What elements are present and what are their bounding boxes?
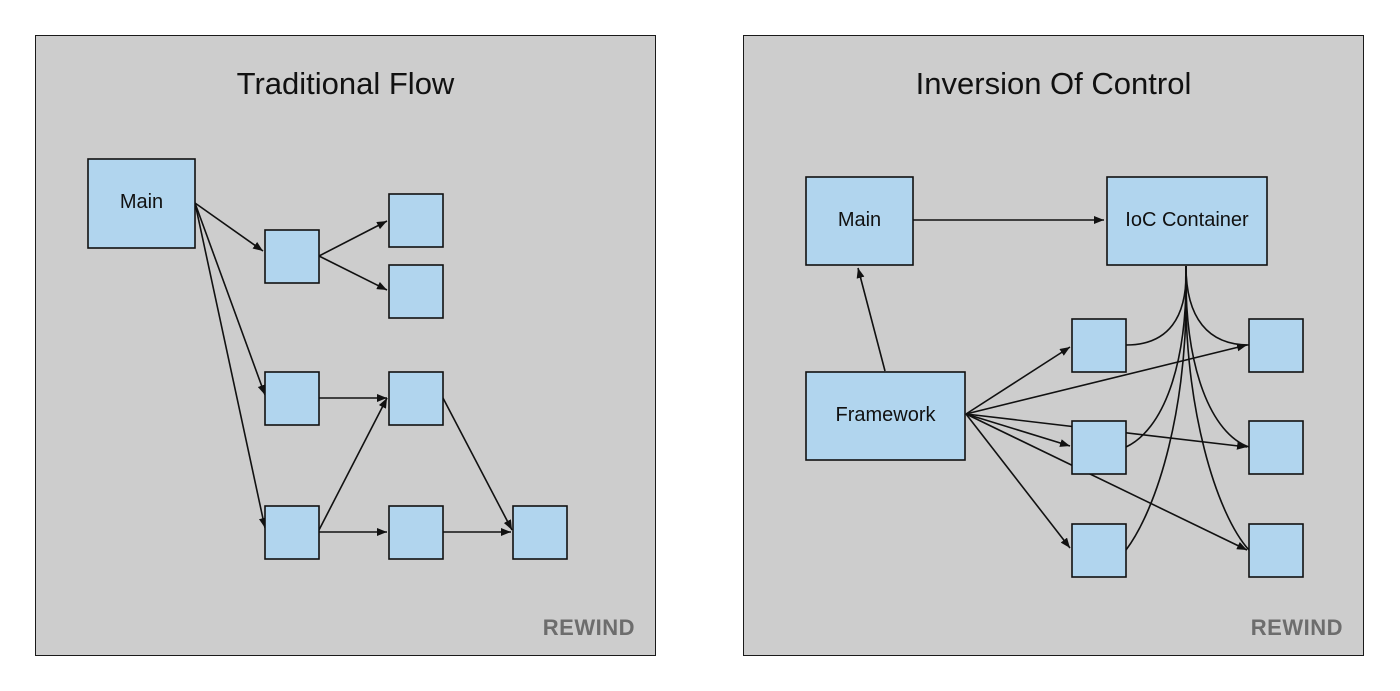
component-l2: [1071, 420, 1127, 475]
edge-main-to-c: [194, 202, 267, 529]
wire-container-l2: [1125, 265, 1187, 448]
rewind-watermark-left: REWIND: [542, 615, 635, 640]
wire-container-r2: [1185, 265, 1250, 448]
edge-fw-to-r1: [965, 343, 1248, 415]
edge-c-to-b1: [318, 397, 388, 531]
traditional-flow-edges: [194, 202, 513, 536]
framework-box: [805, 371, 966, 461]
component-r1: [1248, 318, 1304, 373]
framework-label: Framework: [835, 404, 936, 426]
ioc-nodes: [805, 176, 1304, 578]
edge-fw-to-l1: [965, 346, 1071, 415]
edge-main-to-a: [194, 202, 264, 252]
inversion-of-control-title: Inversion Of Control: [915, 66, 1192, 101]
ioc-main-label: Main: [838, 209, 881, 231]
main-box-label: Main: [120, 191, 163, 213]
ioc-main-box: [805, 176, 914, 266]
edge-a-to-a2: [318, 255, 388, 291]
rewind-watermark-right: REWIND: [1250, 615, 1343, 640]
component-l1: [1071, 318, 1127, 373]
component-l3: [1071, 523, 1127, 578]
ioc-container-label: IoC Container: [1125, 209, 1249, 231]
node-c: [264, 505, 320, 560]
edge-framework-to-main: [856, 267, 886, 372]
node-a: [264, 229, 320, 284]
edge-main-to-b: [194, 202, 266, 396]
component-r3: [1248, 523, 1304, 578]
wire-container-r3: [1184, 265, 1250, 551]
edge-b1-to-end: [442, 397, 513, 531]
edge-fw-to-l2: [965, 413, 1071, 447]
wire-container-l3: [1125, 265, 1188, 551]
node-end: [512, 505, 568, 560]
ioc-container-box: [1106, 176, 1268, 266]
traditional-flow-panel: Traditional Flow REWIND: [35, 35, 656, 656]
edge-fw-to-l3: [965, 413, 1071, 549]
edge-fw-to-r3: [965, 413, 1248, 551]
wire-container-r1: [1185, 265, 1250, 346]
main-box: [87, 158, 196, 249]
traditional-flow-nodes: [87, 158, 568, 560]
wire-container-l1: [1125, 265, 1187, 346]
node-a1: [388, 193, 444, 248]
node-c1: [388, 505, 444, 560]
edge-a-to-a1: [318, 220, 388, 257]
node-b1: [388, 371, 444, 426]
traditional-flow-title: Traditional Flow: [236, 66, 455, 101]
component-r2: [1248, 420, 1304, 475]
node-b: [264, 371, 320, 426]
node-a2: [388, 264, 444, 319]
